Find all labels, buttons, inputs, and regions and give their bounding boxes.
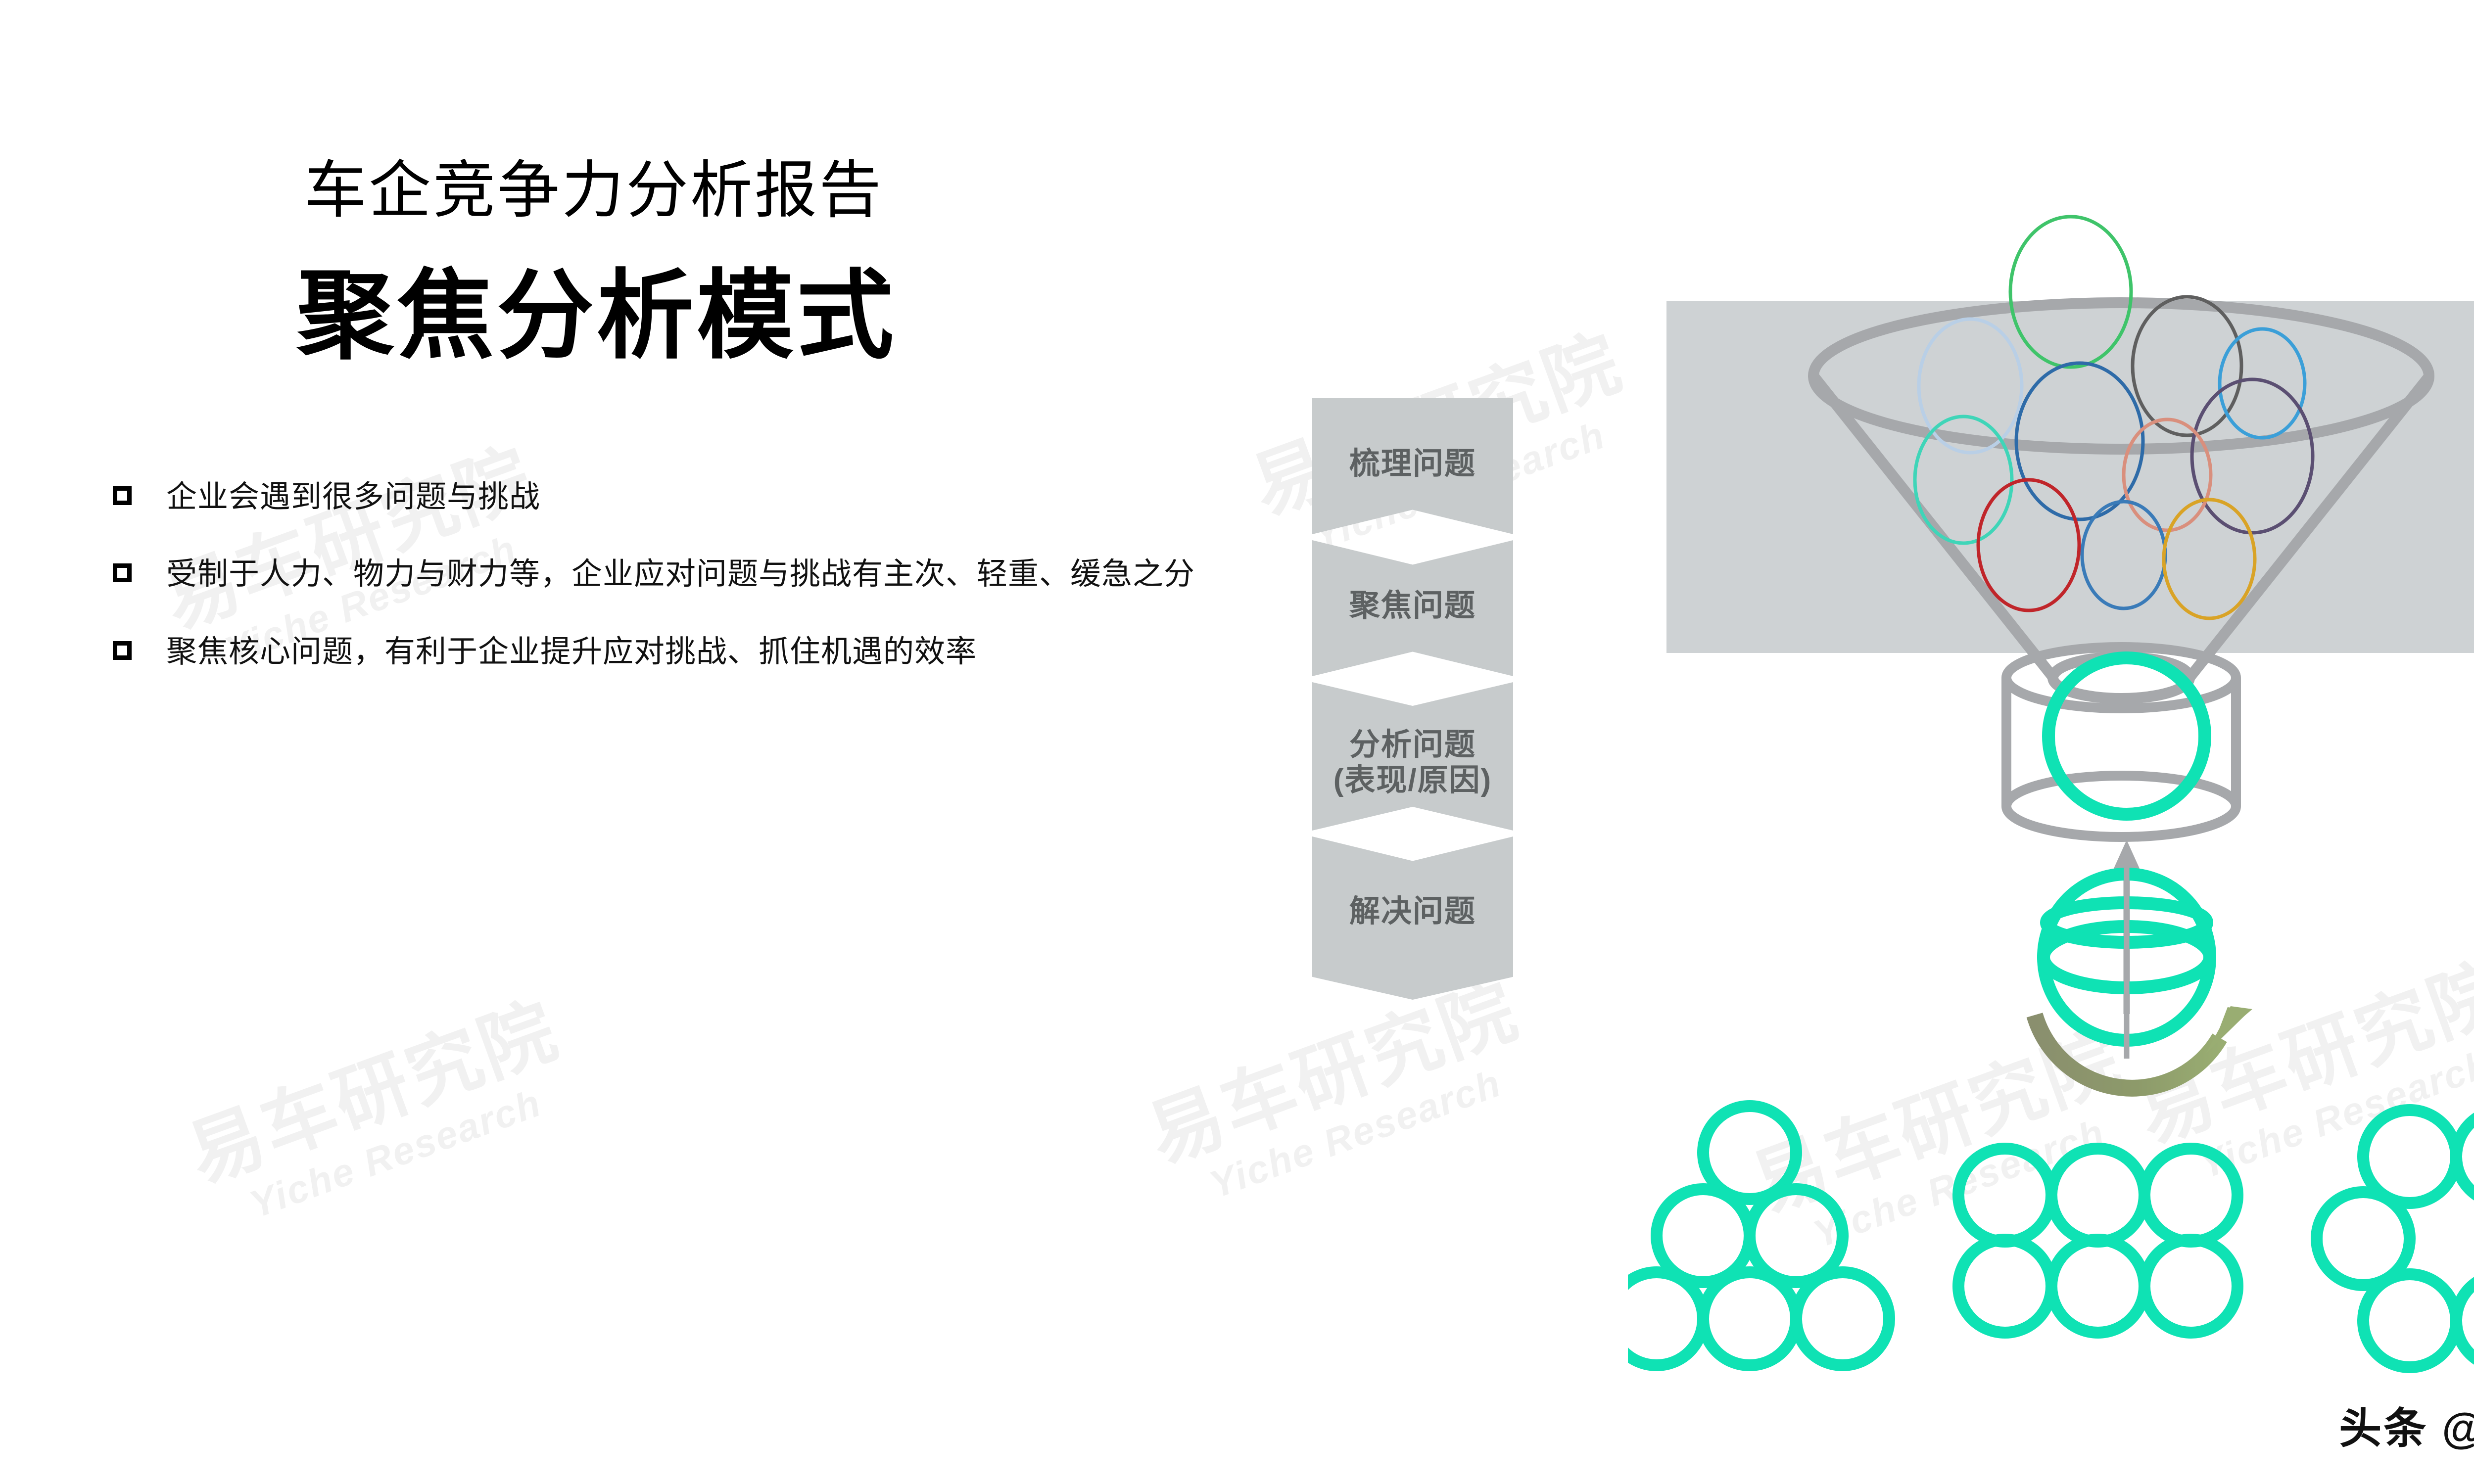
cluster-circle: [2450, 1277, 2474, 1365]
problem-circle: [2122, 417, 2213, 532]
diagram-svg-wrap: [1628, 213, 2474, 1410]
cluster-circle: [1744, 1183, 1849, 1288]
process-step-3[interactable]: 分析问题 (表现/原因): [1312, 682, 1513, 831]
process-chevron-stack: 梳理问题 聚焦问题 分析问题 (表现/原因) 解决问题: [1312, 398, 1513, 1000]
square-bullet-icon: [113, 563, 132, 583]
cluster-circle: [1628, 1266, 1709, 1371]
cluster-circle: [2046, 1143, 2150, 1248]
report-subtitle: 车企竞争力分析报告: [304, 155, 883, 225]
cylinder-icon: [2001, 642, 2241, 842]
funnel-diagram: [1628, 213, 2474, 1410]
problem-circles-group: [1913, 215, 2315, 620]
cluster-grid: [1952, 1143, 2243, 1339]
process-step-4[interactable]: 解决问题: [1312, 836, 1513, 1000]
cluster-flower: [2311, 1104, 2474, 1373]
bullet-text: 受制于人力、物力与财力等，企业应对问题与挑战有主次、轻重、缓急之分: [166, 557, 1195, 592]
cluster-circle: [2450, 1113, 2474, 1201]
cluster-circle: [1952, 1234, 2057, 1339]
cluster-circle: [1790, 1266, 1895, 1371]
cluster-pyramid: [1628, 1100, 1895, 1371]
funnel-cone-icon: [1808, 297, 2434, 704]
cluster-circle: [1697, 1100, 1802, 1205]
problem-circle: [2080, 500, 2167, 610]
page-title: 聚焦分析模式: [297, 262, 897, 370]
cluster-circle: [2357, 1268, 2462, 1373]
watermark: 易车研究院 Yiche Research: [1138, 967, 1545, 1221]
problem-circle: [1917, 317, 2024, 455]
cluster-circle: [2311, 1186, 2416, 1291]
footer-handle: 头条 @侠说: [2339, 1405, 2474, 1452]
list-item: 受制于人力、物力与财力等，企业应对问题与挑战有主次、轻重、缓急之分: [113, 550, 1310, 599]
problem-circle: [2162, 498, 2257, 620]
watermark: 易车研究院 Yiche Research: [178, 987, 585, 1241]
bullet-text: 企业会遇到很多问题与挑战: [166, 480, 541, 514]
process-step-label: 解决问题: [1349, 894, 1476, 929]
watermark-cn: 易车研究院: [178, 987, 569, 1198]
process-step-label: 聚焦问题: [1349, 588, 1476, 623]
problem-circle: [2190, 377, 2315, 535]
problem-circle: [2008, 215, 2133, 369]
cluster-circle: [1651, 1183, 1756, 1288]
cluster-circle: [1697, 1266, 1802, 1371]
process-step-2[interactable]: 聚焦问题: [1312, 540, 1513, 676]
cluster-circle: [2139, 1234, 2243, 1339]
bullet-list: 企业会遇到很多问题与挑战 受制于人力、物力与财力等，企业应对问题与挑战有主次、轻…: [113, 472, 1310, 704]
problem-circle: [1976, 478, 2081, 612]
cluster-circle: [2139, 1143, 2243, 1248]
process-step-label: 梳理问题: [1349, 446, 1476, 481]
bullet-text: 聚焦核心问题，有利于企业提升应对挑战、抓住机遇的效率: [166, 634, 977, 669]
cluster-circle: [2046, 1234, 2150, 1339]
process-step-label: 分析问题 (表现/原因): [1333, 728, 1492, 797]
problem-circle: [2014, 361, 2145, 521]
square-bullet-icon: [113, 641, 132, 660]
square-bullet-icon: [113, 486, 132, 505]
diagram-panel-background: [1666, 301, 2474, 653]
cluster-circle: [1952, 1143, 2057, 1248]
problem-circle: [1913, 415, 2014, 545]
watermark-en: Yiche Research: [243, 1080, 547, 1226]
list-item: 聚焦核心问题，有利于企业提升应对挑战、抓住机遇的效率: [113, 627, 1310, 677]
watermark-en: Yiche Research: [1203, 1060, 1507, 1206]
focused-circle-icon: [2042, 651, 2211, 821]
list-item: 企业会遇到很多问题与挑战: [113, 472, 1310, 522]
rotate-arrow-icon: [2026, 1006, 2252, 1097]
process-step-1[interactable]: 梳理问题: [1312, 398, 1513, 534]
problem-circle: [2131, 295, 2243, 437]
problem-circle: [2218, 327, 2307, 440]
